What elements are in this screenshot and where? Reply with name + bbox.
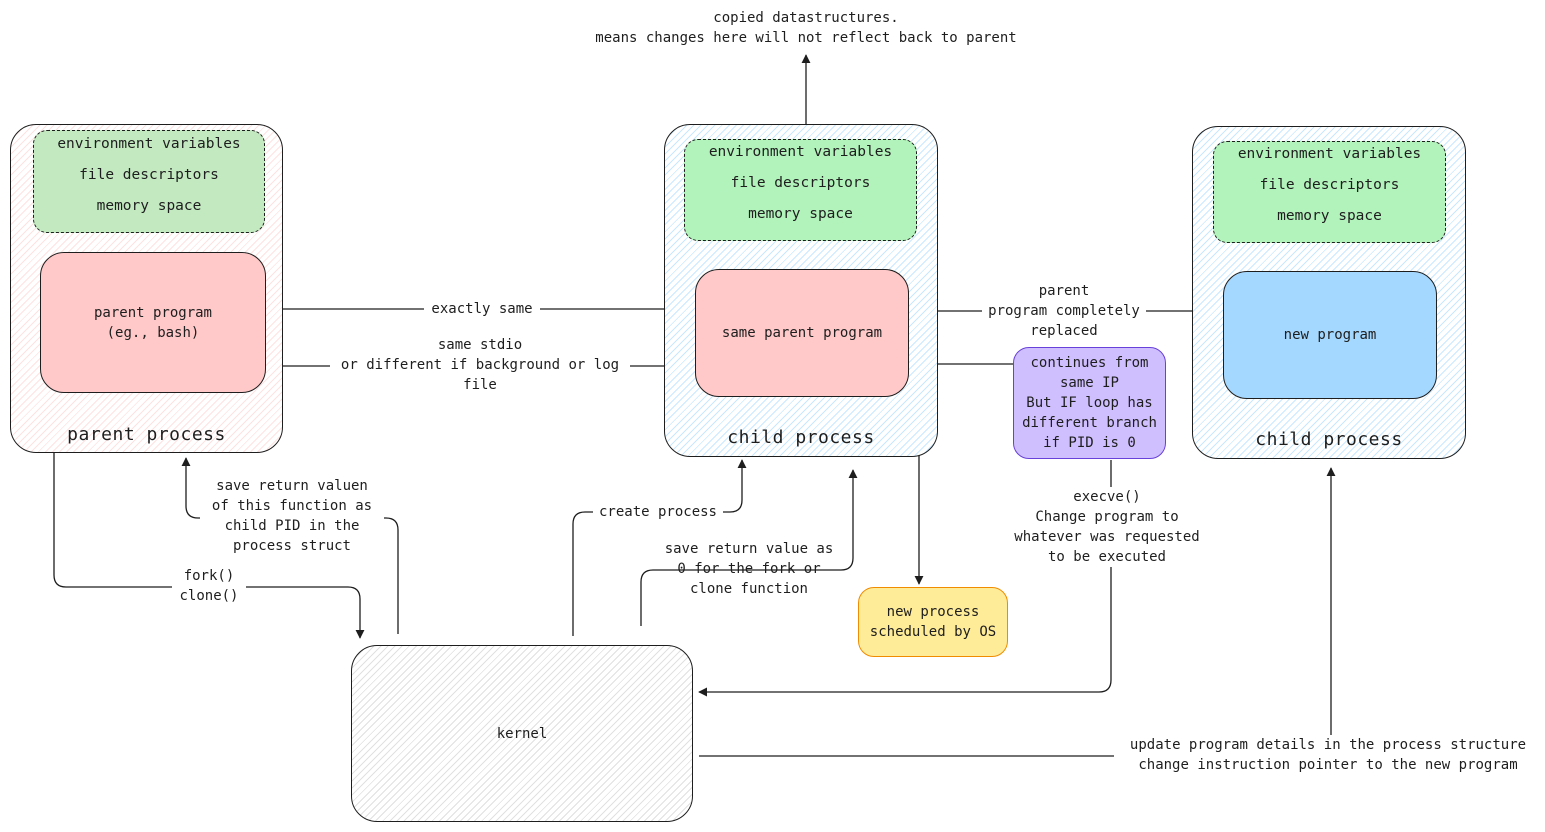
parent-program-box: parent program (eg., bash) [40, 252, 266, 393]
new-child-env-box: environment variables file descriptors m… [1213, 141, 1446, 243]
scheduled-note: new process scheduled by OS [858, 587, 1008, 657]
child-process-title: child process [727, 427, 875, 448]
child-memory-space: memory space [748, 206, 853, 222]
new-child-env-variables: environment variables [1237, 146, 1422, 162]
continues-note: continues from same IP But IF loop has d… [1013, 347, 1166, 459]
child-program-box: same parent program [695, 269, 909, 397]
label-stdio: same stdio or different if background or… [330, 335, 630, 395]
label-save-parent: save return valuen of this function as c… [200, 476, 384, 556]
child-env-box: environment variables file descriptors m… [684, 139, 917, 241]
arrow-save-child [640, 469, 858, 626]
label-save-child: save return value as 0 for the fork or c… [664, 541, 834, 597]
label-exactly-same: exactly same [424, 299, 540, 319]
parent-process-title: parent process [67, 424, 226, 445]
parent-file-descriptors: file descriptors [79, 167, 219, 183]
kernel-box: kernel [351, 645, 693, 822]
child-file-descriptors: file descriptors [730, 175, 871, 191]
new-child-file-descriptors: file descriptors [1259, 177, 1400, 193]
label-update: update program details in the process st… [1114, 735, 1542, 775]
new-child-memory-space: memory space [1277, 208, 1382, 224]
new-program-box: new program [1223, 271, 1437, 399]
parent-env-variables: environment variables [57, 136, 241, 152]
label-replaced: parent program completely replaced [982, 281, 1146, 341]
parent-env-box: environment variables file descriptors m… [33, 130, 265, 233]
label-execve: execve() Change program to whatever was … [1000, 487, 1214, 567]
label-copied: copied datastructures. means changes her… [576, 8, 1036, 48]
label-create-process: create process [593, 502, 723, 522]
child-env-variables: environment variables [708, 144, 893, 160]
new-child-process-title: child process [1255, 429, 1403, 450]
parent-memory-space: memory space [96, 198, 202, 214]
label-fork: fork() clone() [172, 566, 246, 606]
arrow-execve [698, 460, 1112, 697]
